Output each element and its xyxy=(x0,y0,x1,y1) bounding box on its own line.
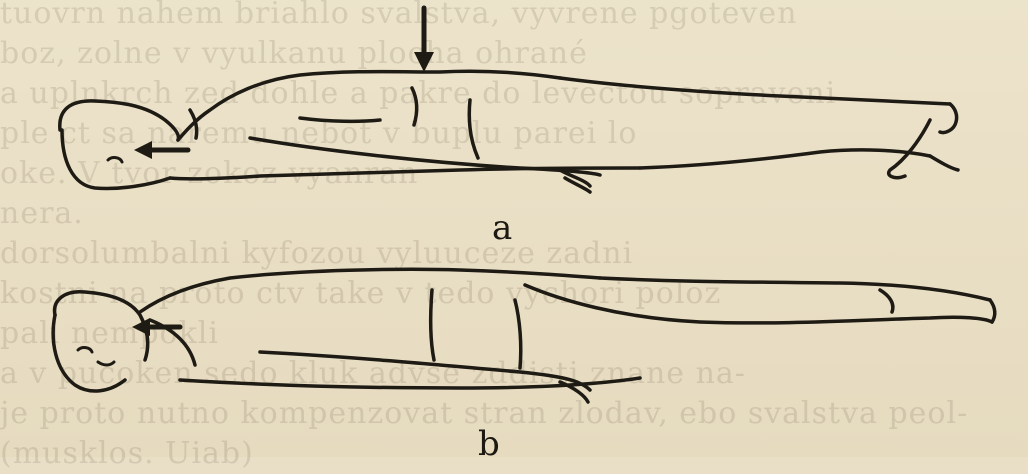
figure-label-a: a xyxy=(492,208,512,248)
figure-illustration xyxy=(0,0,1028,457)
arrow-down-icon xyxy=(414,8,434,72)
figure-label-b: b xyxy=(478,424,500,464)
figure-a-body xyxy=(60,71,958,192)
arrow-left-icon xyxy=(134,141,188,159)
figure-b-body xyxy=(53,269,995,402)
scanned-book-page: tuovrn nahem briahlo svalstva, vyvrene p… xyxy=(0,0,1028,457)
